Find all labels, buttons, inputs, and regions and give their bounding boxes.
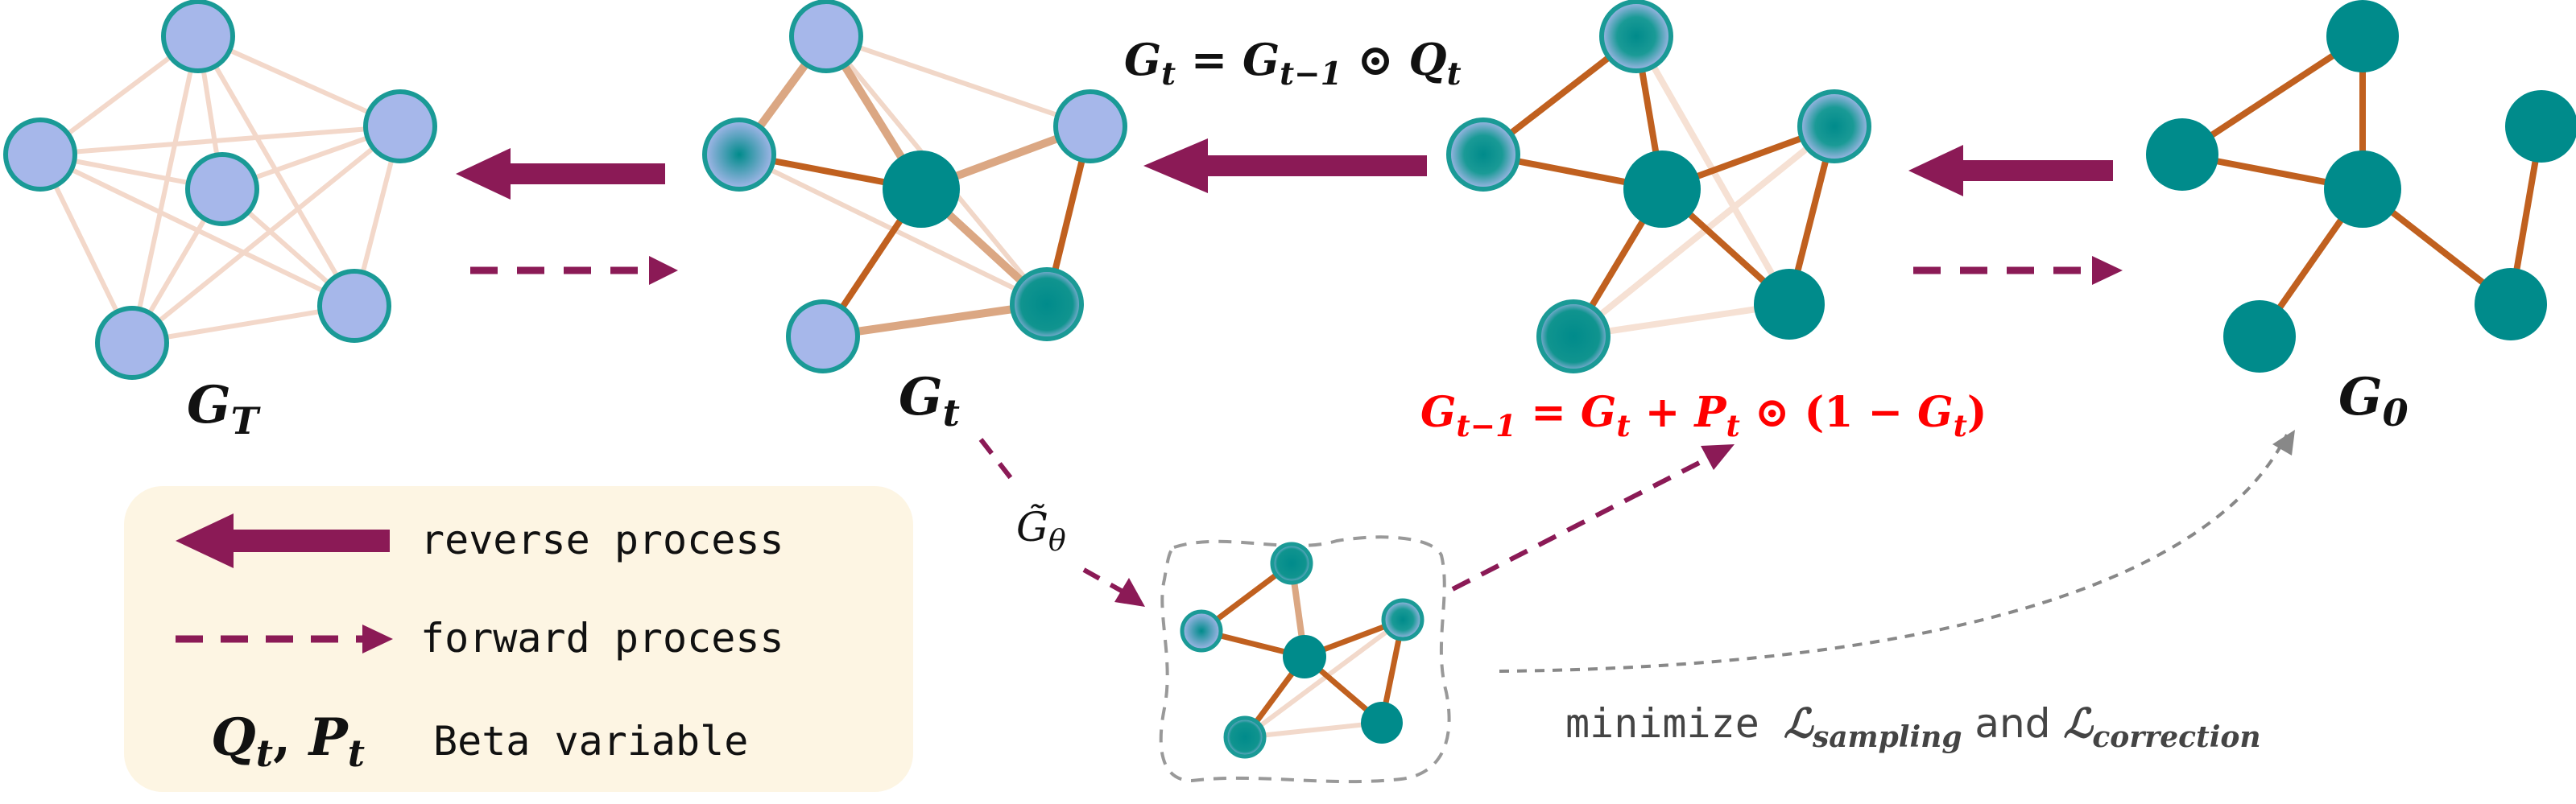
node: [185, 152, 259, 226]
legend-reverse-label: reverse process: [420, 517, 784, 563]
node: [1536, 299, 1611, 373]
node: [1053, 89, 1127, 163]
legend-background: [124, 486, 913, 792]
forward-arrows: [470, 256, 2123, 285]
gtheta-to-gt1-arrow: [1451, 458, 1706, 592]
legend-beta-label: Beta variable: [433, 718, 748, 765]
node: [1283, 635, 1326, 678]
label-g0: G0: [2338, 367, 2409, 435]
label-gT: GT: [187, 375, 262, 443]
arrow-head-icon: [456, 148, 511, 200]
arrow-head-icon: [649, 256, 678, 285]
graph-gt: [702, 0, 1127, 373]
node: [1270, 542, 1313, 585]
gt-to-gtheta-arrow-tail: [1082, 567, 1126, 595]
legend: reverse process forward process Qt, Pt B…: [124, 486, 913, 792]
label-gt: Gt: [899, 367, 960, 435]
arrow-head-icon: [176, 513, 234, 568]
arrow-head-icon: [1143, 138, 1208, 193]
arrow-head-icon: [2092, 256, 2123, 285]
node: [2324, 150, 2401, 228]
node: [2505, 90, 2576, 163]
predicted-graph-frame: [1159, 535, 1451, 784]
node: [1010, 267, 1084, 341]
node: [1599, 0, 1673, 73]
node: [363, 89, 437, 163]
node: [786, 299, 860, 373]
graph-gt-minus-1: [1446, 0, 1871, 373]
arrow-head-icon: [362, 625, 393, 654]
node: [1446, 118, 1520, 192]
graph-g0: [2146, 0, 2576, 373]
graph-predicted: [1159, 535, 1451, 784]
gt-to-gtheta-arrow: [978, 438, 1017, 484]
legend-qp-symbols: Qt, Pt: [211, 707, 365, 775]
node: [883, 150, 960, 228]
node: [1180, 609, 1223, 653]
node: [1223, 715, 1267, 759]
node: [1361, 702, 1403, 744]
node: [2223, 300, 2296, 373]
loss-to-g0-arrow: [1499, 434, 2289, 673]
arrow-head-icon: [1908, 145, 1963, 196]
node: [1754, 269, 1825, 340]
node: [2475, 268, 2547, 340]
node: [3, 118, 77, 192]
node: [702, 118, 776, 192]
node: [789, 0, 863, 73]
reverse-arrows: [456, 138, 2113, 200]
loss-text: minimize ℒsampling and ℒcorrection: [1565, 699, 2261, 754]
formula-forward: Gt = Gt−1 ⊙ Qt: [1124, 34, 1462, 93]
node: [2326, 0, 2399, 72]
arrow-head-icon: [1701, 444, 1735, 470]
node: [95, 306, 169, 380]
label-gtheta: G̃θ: [1016, 503, 1066, 558]
node: [161, 0, 235, 73]
node: [1623, 150, 1701, 228]
node: [317, 269, 391, 343]
node: [2146, 118, 2218, 191]
legend-forward-label: forward process: [420, 615, 784, 662]
graph-gT: [3, 0, 437, 380]
denoise-arrows: [978, 430, 2295, 673]
arrow-head-icon: [1114, 578, 1145, 607]
arrow-head-icon: [2272, 430, 2295, 456]
node: [1797, 89, 1871, 163]
formula-correction: Gt−1 = Gt + Pt ⊙ (1 − Gt): [1420, 388, 1987, 443]
node: [1381, 598, 1424, 641]
